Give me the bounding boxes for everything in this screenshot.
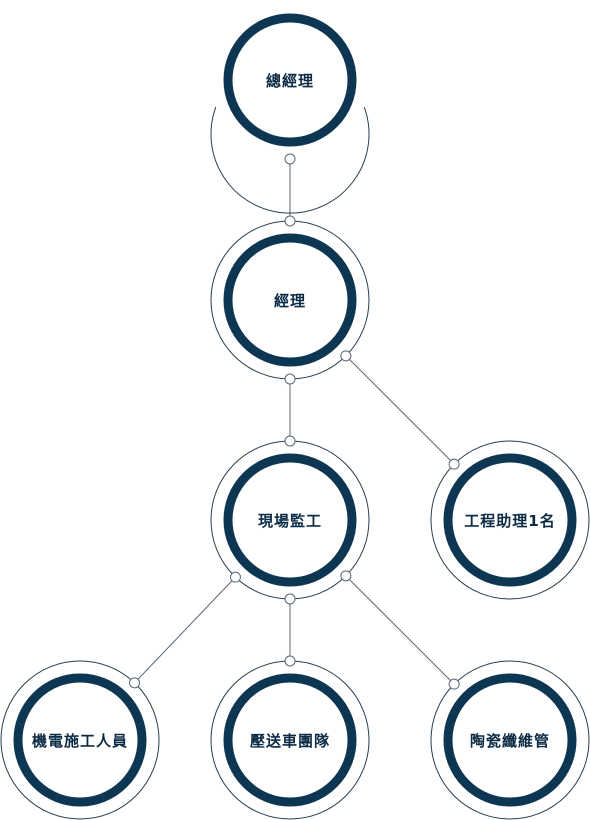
node-ring <box>443 453 577 587</box>
connector-dot <box>448 678 460 690</box>
edge-manager-to-engineering-assistant <box>345 355 455 465</box>
node-label-mep-construction-staff: 機電施工人員 <box>32 732 128 750</box>
node-label-engineering-assistant: 工程助理1名 <box>464 512 555 530</box>
connector-dot <box>284 435 296 447</box>
org-node-concrete-pump-team: 壓送車團隊 <box>210 660 370 820</box>
connector-line <box>345 575 455 685</box>
edge-site-supervisor-to-mep-construction-staff <box>134 576 236 684</box>
connector-dot <box>284 593 296 605</box>
org-node-general-manager: 總經理 <box>210 13 370 214</box>
org-node-manager: 經理 <box>210 220 370 380</box>
connector-dot <box>284 153 296 165</box>
node-ring <box>223 453 357 587</box>
node-label-concrete-pump-team: 壓送車團隊 <box>250 732 330 750</box>
org-node-mep-construction-staff: 機電施工人員 <box>0 660 160 820</box>
node-ring <box>443 673 577 807</box>
connector-dot <box>129 677 141 689</box>
connector-dot <box>284 215 296 227</box>
connector-line <box>134 576 236 684</box>
connector-dot <box>284 373 296 385</box>
connector-dot <box>340 570 352 582</box>
node-label-site-supervisor: 現場監工 <box>258 512 322 530</box>
org-node-engineering-assistant: 工程助理1名 <box>430 440 590 600</box>
node-label-ceramic-fiber-maintenance: 陶瓷纖維管 <box>470 732 550 750</box>
node-outline-arc <box>210 106 370 214</box>
connector-lines <box>134 159 455 685</box>
node-ring <box>13 673 147 807</box>
node-ring <box>223 673 357 807</box>
connector-dot <box>284 655 296 667</box>
edge-site-supervisor-to-ceramic-fiber-maintenance <box>345 575 455 685</box>
connector-line <box>345 355 455 465</box>
connector-dot <box>340 350 352 362</box>
connector-dot <box>229 571 241 583</box>
node-ring <box>223 233 357 367</box>
org-node-site-supervisor: 現場監工 <box>210 440 370 600</box>
node-label-general-manager: 總經理 <box>266 72 314 90</box>
node-ring <box>223 13 357 147</box>
connector-dot <box>448 458 460 470</box>
node-label-manager: 經理 <box>274 292 306 310</box>
org-node-ceramic-fiber-maintenance: 陶瓷纖維管 <box>430 660 590 820</box>
